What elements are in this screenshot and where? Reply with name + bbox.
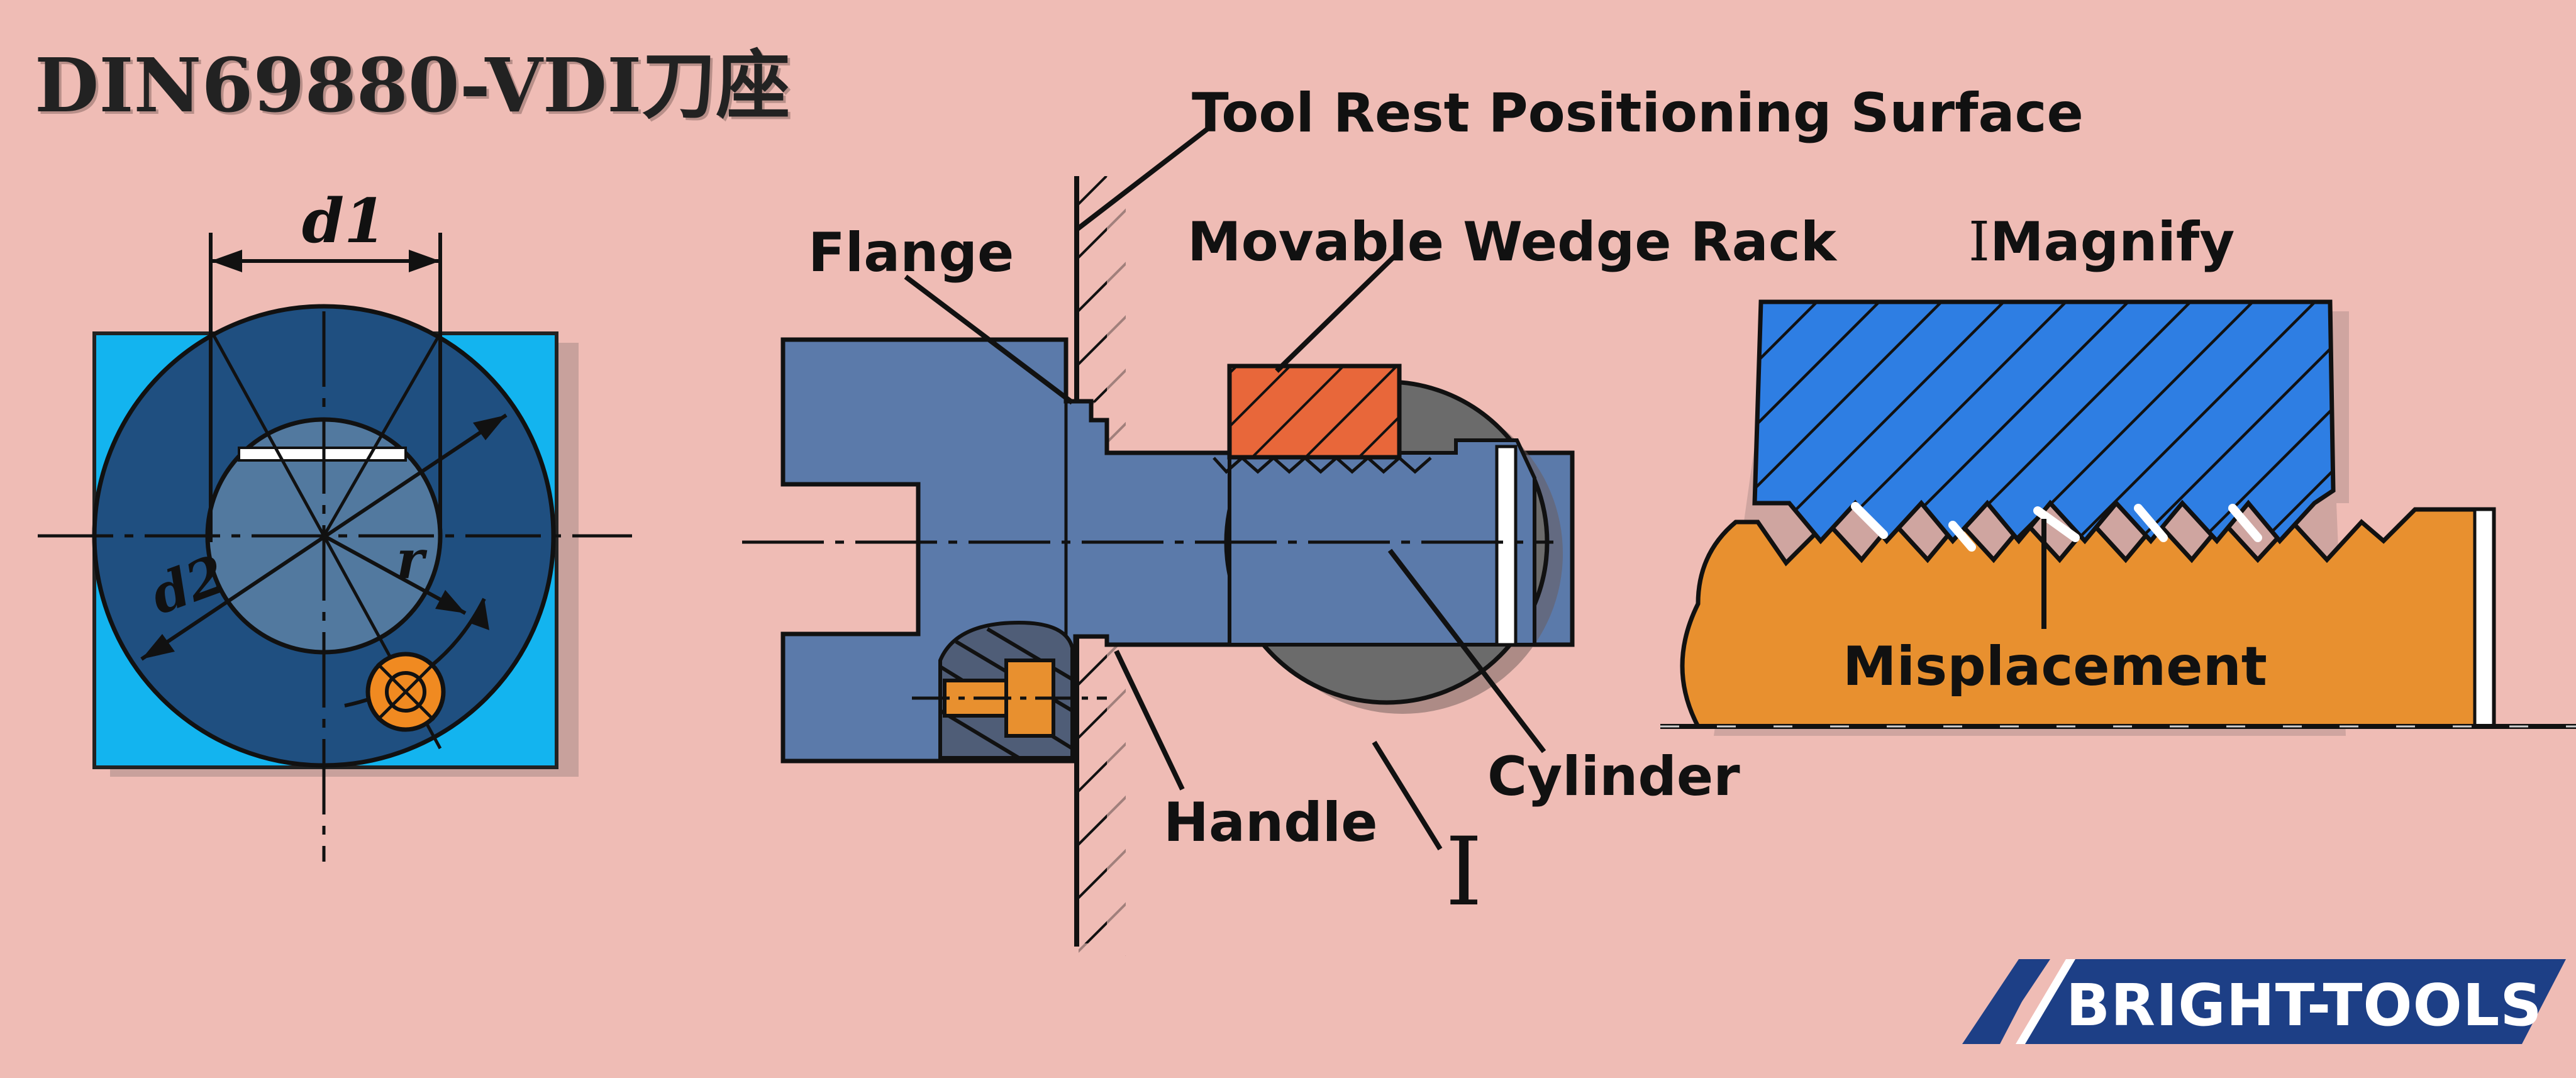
label-movable-wedge-rack: Movable Wedge Rack xyxy=(1187,211,1836,274)
label-misplacement: Misplacement xyxy=(1843,635,2267,698)
front-view xyxy=(38,233,632,862)
label-magnify: IMagnify xyxy=(1968,211,2235,274)
label-cylinder: Cylinder xyxy=(1487,745,1740,808)
dimension-d1: d1 xyxy=(302,186,386,257)
detail-section-mark: I xyxy=(1445,818,1483,927)
label-flange: Flange xyxy=(808,221,1014,284)
magnified-view xyxy=(1660,299,2576,736)
magnify-text: Magnify xyxy=(1989,211,2235,274)
magnify-section-mark: I xyxy=(1968,211,1990,274)
section-view xyxy=(742,126,1575,956)
bright-tools-logo xyxy=(1962,959,2566,1044)
dimension-r: r xyxy=(396,528,425,591)
label-handle: Handle xyxy=(1163,791,1378,854)
logo-text: BRIGHT-TOOLS xyxy=(2066,972,2543,1039)
label-tool-rest-surface: Tool Rest Positioning Surface xyxy=(1192,82,2084,145)
page-title: DIN69880-VDI刀座 xyxy=(35,42,791,129)
